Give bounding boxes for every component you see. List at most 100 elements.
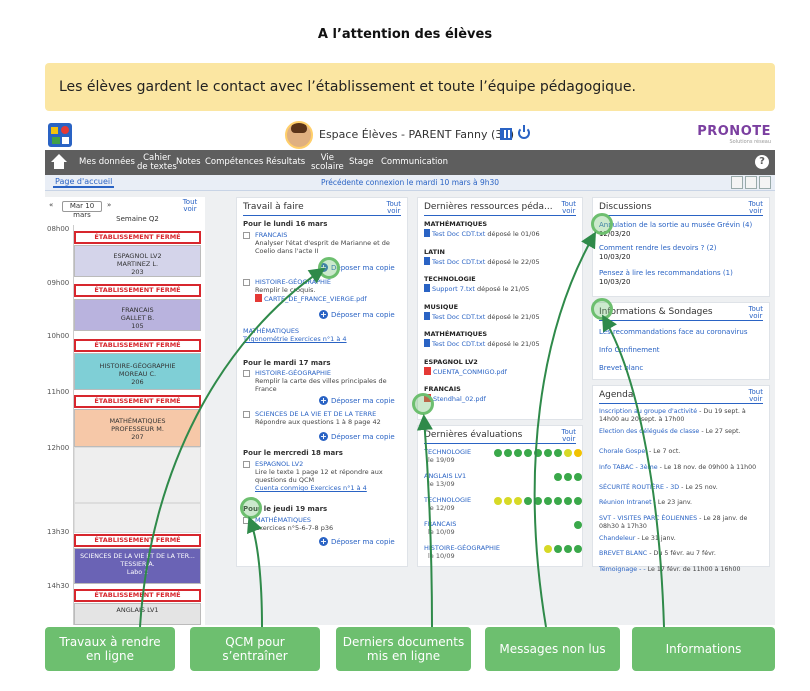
course-cell[interactable]: ESPAGNOL LV2 MARTINEZ L. 203 [74,245,201,277]
done-checkbox[interactable] [243,232,250,239]
nav-resultats[interactable]: Résultats [266,157,306,167]
competence-dot [554,449,562,457]
competence-dot [494,449,502,457]
competence-dot [574,497,582,505]
resource-file-link[interactable]: Support 7.txt [432,285,475,293]
upload-copy-button[interactable]: +Déposer ma copie [319,310,395,319]
qcm-link[interactable]: Cuenta conmigo Exercices n°1 à 4 [255,484,367,492]
done-checkbox[interactable] [243,411,250,418]
home-icon[interactable] [49,154,69,170]
agenda-item[interactable]: BREVET BLANC - Du 5 févr. au 7 févr. [599,550,761,558]
prev-day-button[interactable]: « [49,201,54,209]
agenda-item[interactable]: Témoignage - - Le 17 févr. de 11h00 à 16… [599,566,761,574]
print-icon[interactable] [731,176,743,189]
agenda-item[interactable]: Réunion Intranet - Le 23 janv. [599,499,761,507]
done-checkbox[interactable] [243,279,250,286]
evaluation-date: le 19/09 [428,456,455,464]
agenda-date: - Le 31 janv. [635,534,676,542]
course-cell[interactable]: ANGLAIS LV1 [74,603,201,625]
course-cell[interactable]: FRANCAIS GALLET B. 105 [74,299,201,331]
next-day-button[interactable]: » [107,201,112,209]
upload-copy-button[interactable]: +Déposer ma copie [319,396,395,405]
day-label: Pour le lundi 16 mars [243,220,328,228]
resource-file-link[interactable]: Test Doc CDT.txt [432,257,486,266]
agenda-item[interactable]: SVT - VISITES PARC ÉOLIENNES - Le 28 jan… [599,515,761,531]
agenda-see-all-link[interactable]: Tout voir [748,388,763,403]
done-checkbox[interactable] [243,461,250,468]
agenda-label: Chandeleur [599,534,636,542]
info-item[interactable]: Info Confinement [599,346,660,354]
course-cell[interactable]: HISTOIRE-GÉOGRAPHIE MOREAU C. 206 [74,353,201,390]
resource-file-link[interactable]: CUENTA_CONMIGO.pdf [433,367,507,376]
qr-code-icon[interactable] [500,128,512,140]
nav-vie-scolaire[interactable]: Vie scolaire [311,152,344,172]
evaluations-see-all-link[interactable]: Tout voir [561,428,576,443]
discussion-item[interactable]: Annulation de la sortie au musée Grévin … [599,221,753,238]
tab-page-accueil[interactable]: Page d'accueil [53,177,115,188]
course-cell[interactable]: MATHÉMATIQUES PROFESSEUR M. 207 [74,409,201,447]
upload-copy-button[interactable]: +Déposer ma copie [319,537,395,546]
infos-see-all-link[interactable]: Tout voir [748,305,763,320]
nav-communication[interactable]: Communication [381,157,448,167]
nav-notes[interactable]: Notes [176,157,201,167]
date-selector[interactable]: Mar 10 mars [62,201,102,219]
attachment-link[interactable]: CARTE_DE_FRANCE_VIERGE.pdf [255,294,408,303]
upload-copy-button[interactable]: +Déposer ma copie [319,432,395,441]
school-logo-icon[interactable] [48,123,72,147]
discussions-see-all-link[interactable]: Tout voir [748,200,763,215]
pdf-icon [255,294,262,302]
resources-see-all-link[interactable]: Tout voir [561,200,576,215]
done-checkbox[interactable] [243,370,250,377]
nav-stage[interactable]: Stage [349,157,374,167]
resource-file-link[interactable]: Stendhal_02.pdf [433,395,486,403]
callout-informations: Informations [632,627,775,671]
agenda-date: - Du 5 févr. au 7 févr. [647,550,716,557]
homework-see-all-link[interactable]: Tout voir [386,200,401,215]
help-icon[interactable]: ? [755,155,769,169]
agenda-item[interactable]: Chorale Gospel - Le 7 oct. [599,448,761,456]
nav-cahier-de-textes[interactable]: Cahier de textes [137,152,177,172]
nav-mes-donnees[interactable]: Mes données [79,157,135,167]
resource-subject: MATHÉMATIQUES [424,330,488,338]
day-label: Pour le mercredi 18 mars [243,449,343,457]
logout-icon[interactable] [518,125,530,139]
discussion-item[interactable]: Comment rendre les devoirs ? (2)10/03/20 [599,244,717,261]
infos-panel: Informations & Sondages Tout voir Les re… [592,302,770,380]
layout-icon[interactable] [759,176,771,189]
course-cell[interactable]: SCIENCES DE LA VIE ET DE LA TER... TESSI… [74,548,201,584]
info-item[interactable]: Les recommandations face au coronavirus [599,328,748,336]
info-item[interactable]: Brevet blanc [599,364,644,372]
file-icon [424,311,430,320]
discussion-item[interactable]: Pensez à lire les recommandations (1)10/… [599,269,733,286]
competence-dot [564,497,572,505]
resource-file-link[interactable]: Test Doc CDT.txt [432,312,486,321]
competence-dot [514,497,522,505]
hour-label: 12h00 [47,444,70,452]
resource-file-link[interactable]: Test Doc CDT.txt [432,230,486,238]
resource-file-link[interactable]: Test Doc CDT.txt [432,340,486,348]
qcm-link[interactable]: Trigonométrie Exercices n°1 à 4 [243,335,347,343]
agenda-date: - Du 19 sept. à 14h00 au 20 sept. à 17h0… [599,408,746,423]
agenda-item[interactable]: Chandeleur - Le 31 janv. [599,535,761,543]
nav-competences[interactable]: Compétences [205,157,264,167]
agenda-item[interactable]: Inscription au groupe d'activité - Du 19… [599,408,761,424]
agenda-item[interactable]: SÉCURITÉ ROUTIÈRE - 3D - Le 25 nov. [599,484,761,492]
avatar[interactable] [285,121,313,149]
empty-slot [74,503,201,533]
agenda-item[interactable]: Election des délégués de classe - Le 27 … [599,428,761,436]
agenda-item[interactable]: Info TABAC - 3ème - Le 18 nov. de 09h00 … [599,464,761,472]
discussions-title: Discussions [599,202,652,212]
settings-icon[interactable] [745,176,757,189]
schedule-see-all-link[interactable]: Tout voir [182,198,198,213]
